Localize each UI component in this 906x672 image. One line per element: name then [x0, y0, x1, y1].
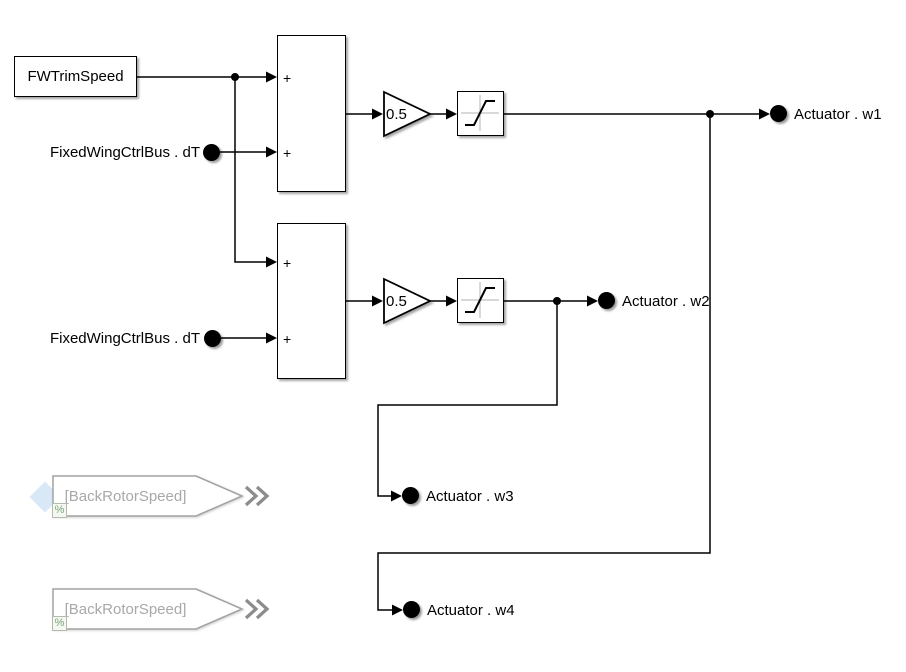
fwtrimspeed-label: FWTrimSpeed — [27, 68, 124, 85]
arrowhead — [266, 71, 277, 83]
from-block-label: [BackRotorSpeed] — [64, 600, 187, 618]
arrowhead — [266, 332, 277, 344]
output-port-w2[interactable]: Actuator . w2 — [622, 294, 710, 309]
output-port-dot-w2[interactable] — [598, 292, 615, 309]
gain-triangle[interactable] — [383, 90, 433, 138]
saturation-curve-icon — [461, 282, 499, 318]
saturation2-block[interactable] — [457, 278, 504, 323]
saturation-curve-icon — [461, 95, 499, 131]
sum2-plus-bottom: + — [283, 331, 292, 347]
double-chevron-icon — [244, 598, 270, 620]
wire-branch-to-w4[interactable] — [377, 114, 711, 611]
output-port-w1[interactable]: Actuator . w1 — [794, 107, 882, 122]
input-port-label: FixedWingCtrlBus . dT — [49, 144, 200, 161]
sum1-plus-top: + — [283, 70, 292, 86]
arrowhead — [372, 295, 383, 307]
sum1-block[interactable]: + + — [277, 35, 346, 192]
gain-triangle[interactable] — [383, 277, 433, 325]
arrowhead — [372, 108, 383, 120]
output-port-label: Actuator . w2 — [622, 293, 710, 310]
arrowhead — [759, 108, 770, 120]
from-block-label: [BackRotorSpeed] — [64, 487, 187, 505]
arrowhead — [587, 295, 598, 307]
junction-dot — [231, 73, 239, 81]
sum1-plus-bottom: + — [283, 145, 292, 161]
output-port-w4[interactable]: Actuator . w4 — [427, 603, 515, 618]
output-port-dot-w3[interactable] — [402, 487, 419, 504]
arrowhead — [391, 490, 402, 502]
input-port-dt2[interactable]: FixedWingCtrlBus . dT — [20, 331, 200, 346]
arrowhead — [266, 146, 277, 158]
input-port-dot[interactable] — [204, 330, 221, 347]
fwtrimspeed-block[interactable]: FWTrimSpeed — [14, 56, 137, 97]
input-port-dot[interactable] — [203, 144, 220, 161]
comment-percent-badge: % — [52, 503, 67, 518]
sum2-block[interactable]: + + — [277, 223, 346, 379]
comment-percent-badge: % — [52, 616, 67, 631]
output-port-w3[interactable]: Actuator . w3 — [426, 489, 514, 504]
input-port-label: FixedWingCtrlBus . dT — [49, 330, 200, 347]
sum2-plus-top: + — [283, 255, 292, 271]
output-port-dot-w1[interactable] — [770, 105, 787, 122]
arrowhead — [446, 108, 457, 120]
gain2-value: 0.5 — [386, 293, 407, 310]
arrowhead — [392, 604, 403, 616]
gain1-value: 0.5 — [386, 106, 407, 123]
output-port-label: Actuator . w3 — [426, 488, 514, 505]
output-port-label: Actuator . w1 — [794, 106, 882, 123]
wire-branch-to-sum2[interactable] — [234, 77, 267, 263]
output-port-dot-w4[interactable] — [403, 601, 420, 618]
double-chevron-icon — [244, 485, 270, 507]
saturation1-block[interactable] — [457, 91, 504, 136]
gain1-block[interactable] — [383, 90, 433, 138]
arrowhead — [266, 256, 277, 268]
arrowhead — [446, 295, 457, 307]
input-port-dt1[interactable]: FixedWingCtrlBus . dT — [20, 145, 200, 160]
wire-branch-to-w3[interactable] — [377, 301, 558, 497]
gain2-block[interactable] — [383, 277, 433, 325]
output-port-label: Actuator . w4 — [427, 602, 515, 619]
